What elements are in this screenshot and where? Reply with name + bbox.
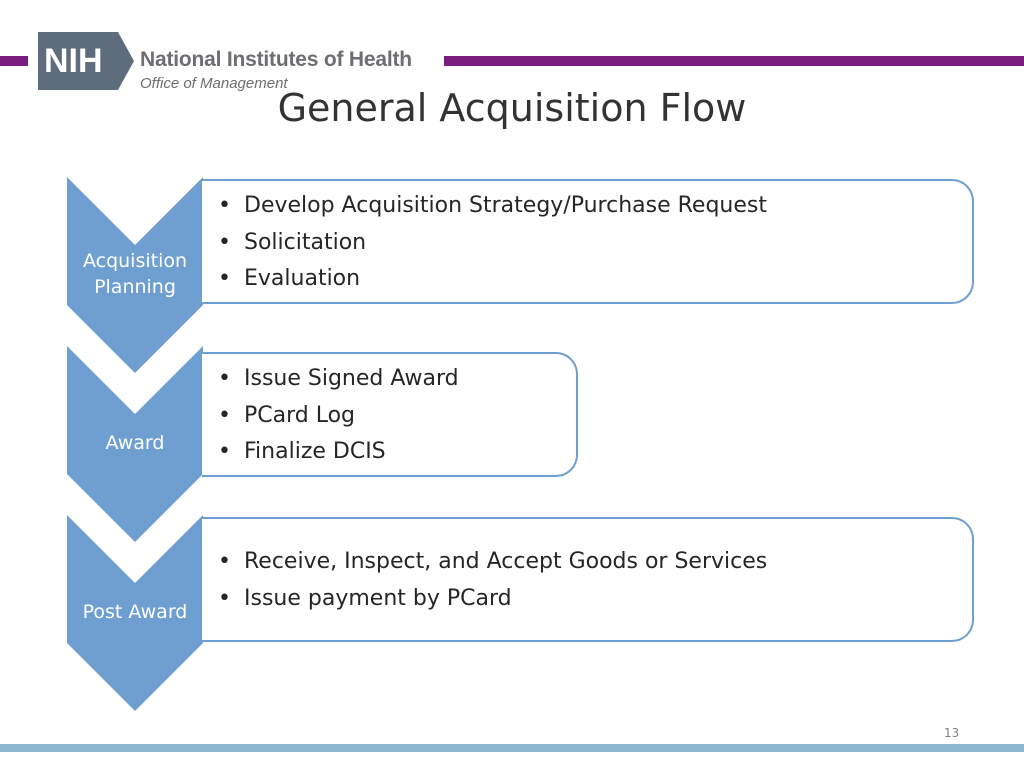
header-accent-bar-left bbox=[0, 56, 28, 66]
stage-list-acquisition-planning: Develop Acquisition Strategy/Purchase Re… bbox=[218, 188, 767, 298]
org-name: National Institutes of Health bbox=[140, 48, 412, 71]
list-item: Finalize DCIS bbox=[218, 434, 459, 471]
stage-label-post-award: Post Award bbox=[82, 601, 188, 623]
stage-box-post-award: Receive, Inspect, and Accept Goods or Se… bbox=[202, 517, 974, 642]
stage-box-award: Issue Signed Award PCard Log Finalize DC… bbox=[202, 352, 578, 477]
org-subtitle: Office of Management bbox=[140, 75, 288, 92]
logo-text: NIH bbox=[44, 42, 103, 80]
stage-chevron-post-award: Post Award bbox=[67, 515, 203, 711]
list-item: Develop Acquisition Strategy/Purchase Re… bbox=[218, 188, 767, 225]
list-item: Issue payment by PCard bbox=[218, 581, 767, 618]
stage-list-post-award: Receive, Inspect, and Accept Goods or Se… bbox=[218, 544, 767, 617]
header-accent-bar-right bbox=[444, 56, 1024, 66]
stage-label-award: Award bbox=[105, 432, 165, 454]
stage-chevron-acquisition-planning: Acquisition Planning bbox=[67, 177, 203, 373]
stage-label-acquisition-planning: Acquisition Planning bbox=[82, 250, 188, 298]
footer-bar bbox=[0, 744, 1024, 752]
list-item: Evaluation bbox=[218, 261, 767, 298]
list-item: Receive, Inspect, and Accept Goods or Se… bbox=[218, 544, 767, 581]
list-item: PCard Log bbox=[218, 398, 459, 435]
stage-box-acquisition-planning: Develop Acquisition Strategy/Purchase Re… bbox=[202, 179, 974, 304]
page-number: 13 bbox=[944, 726, 960, 740]
slide-title: General Acquisition Flow bbox=[0, 86, 1024, 130]
stage-list-award: Issue Signed Award PCard Log Finalize DC… bbox=[218, 361, 459, 471]
list-item: Solicitation bbox=[218, 225, 767, 262]
list-item: Issue Signed Award bbox=[218, 361, 459, 398]
slide-title-text: General Acquisition Flow bbox=[277, 86, 747, 130]
stage-chevron-award: Award bbox=[67, 346, 203, 542]
nih-logo: NIH bbox=[38, 32, 134, 90]
